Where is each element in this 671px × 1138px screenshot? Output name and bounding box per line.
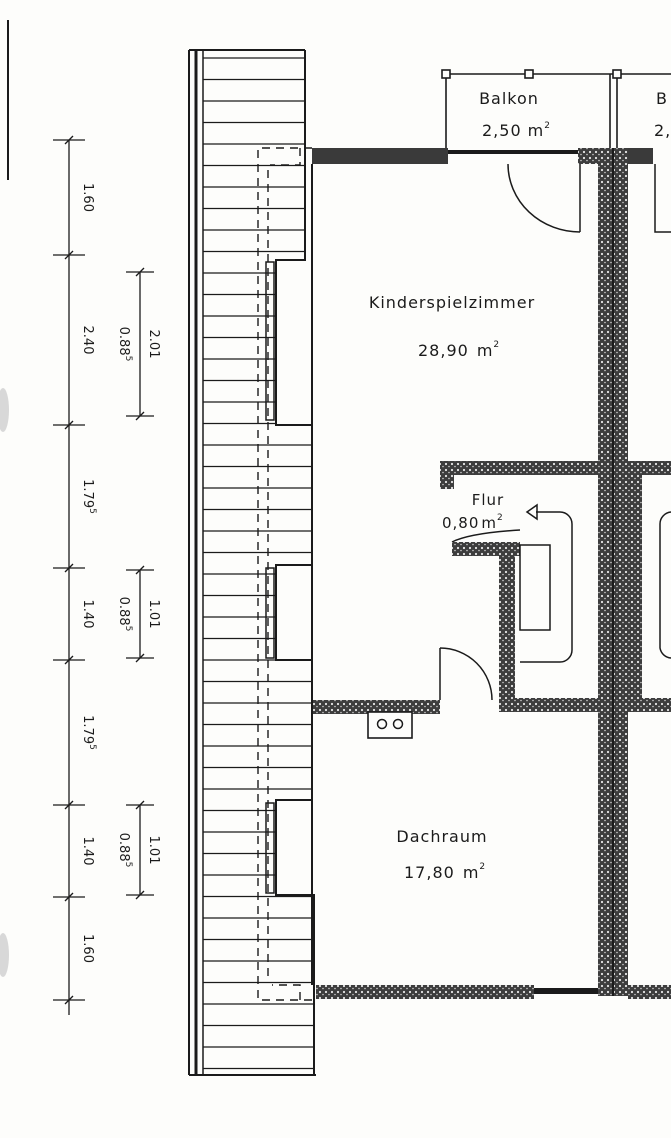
window-sill-value: 0.88 xyxy=(116,597,131,626)
dimension-label-outer: 1.795 xyxy=(80,715,97,750)
window-height-label: 2.01 xyxy=(146,330,161,359)
room-area-balkon-right: 2, xyxy=(654,121,671,140)
dimension-tick-slash xyxy=(135,890,145,900)
room-name-flur: Flur xyxy=(472,491,504,509)
room-name-balkon-right: B xyxy=(656,89,668,108)
dimension-label-outer: 1.60 xyxy=(80,183,95,212)
dimension-tick-slash xyxy=(64,135,74,145)
window-height-label: 1.01 xyxy=(146,600,161,629)
room-name-dachraum: Dachraum xyxy=(396,827,487,846)
dimension-tick-slash xyxy=(64,800,74,810)
scan-punch-hole xyxy=(0,388,9,432)
dimension-tick-slash xyxy=(64,420,74,430)
doors xyxy=(439,163,671,701)
dimension-value: 1.40 xyxy=(80,600,95,629)
window-frames xyxy=(265,261,275,894)
dimension-tick-slash xyxy=(64,563,74,573)
dimension-label-outer: 1.60 xyxy=(80,934,95,963)
dimension-value: 1.60 xyxy=(80,183,95,212)
dimension-tick-slash xyxy=(135,565,145,575)
window-sill-sup: 5 xyxy=(123,862,133,868)
dimension-value-sup: 5 xyxy=(87,744,97,750)
window-sill-value: 0.88 xyxy=(116,327,131,356)
dimension-tick-slash xyxy=(64,655,74,665)
dimension-tick-slash xyxy=(135,267,145,277)
window-height-label: 1.01 xyxy=(146,836,161,865)
dimension-value: 1.79 xyxy=(80,715,95,744)
dimension-tick-slash xyxy=(64,250,74,260)
window-sill-label: 0.885 xyxy=(116,327,133,362)
dimension-tick-slash xyxy=(64,892,74,902)
dimension-value: 2.40 xyxy=(80,326,95,355)
dimension-label-outer: 1.40 xyxy=(80,600,95,629)
dimension-value: 1.79 xyxy=(80,479,95,508)
dimension-tick-slash xyxy=(135,411,145,421)
roof-strip xyxy=(188,49,316,1076)
dimension-label-outer: 1.795 xyxy=(80,479,97,514)
window-sill-label: 0.885 xyxy=(116,597,133,632)
walls xyxy=(311,148,671,999)
dimension-tick-slash xyxy=(135,800,145,810)
dimension-label-outer: 1.40 xyxy=(80,837,95,866)
window-sill-label: 0.885 xyxy=(116,833,133,868)
window-sill-sup: 5 xyxy=(123,626,133,632)
chimney xyxy=(367,711,413,739)
dashed-outline xyxy=(257,147,312,1001)
dimension-tick-slash xyxy=(135,653,145,663)
dimension-value: 1.60 xyxy=(80,934,95,963)
dimension-value-sup: 5 xyxy=(87,508,97,514)
room-name-balkon: Balkon xyxy=(479,89,539,108)
dimension-label-outer: 2.40 xyxy=(80,326,95,355)
window-sill-value: 0.88 xyxy=(116,833,131,862)
dimension-value: 1.40 xyxy=(80,837,95,866)
window-sill-sup: 5 xyxy=(123,356,133,362)
dimension-tick-slash xyxy=(64,995,74,1005)
balcony xyxy=(441,69,671,148)
room-name-kinderspielzimmer: Kinderspielzimmer xyxy=(369,293,535,312)
scan-punch-hole xyxy=(0,933,9,977)
